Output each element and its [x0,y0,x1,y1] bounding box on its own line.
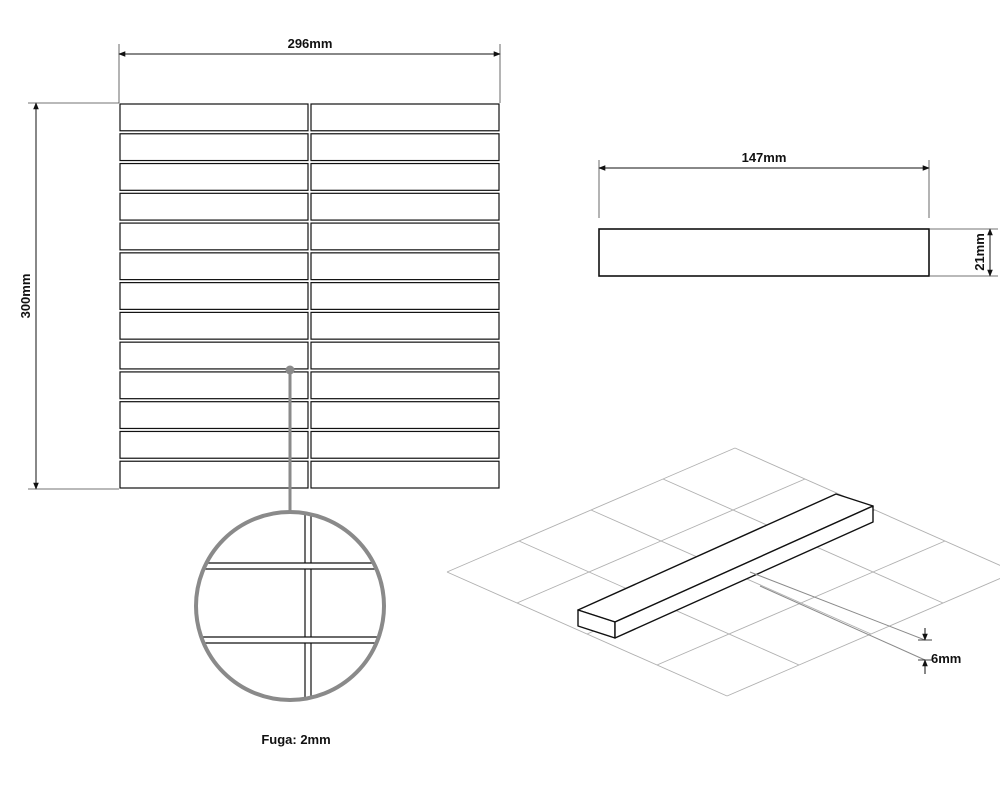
floor-grid-line [656,540,946,666]
sheet-tile [310,222,500,251]
floor-grid-line [446,447,736,573]
bar-side-face [614,505,874,639]
sheet-tile [119,311,309,340]
joint-label: Fuga: 2mm [261,732,330,747]
tile-width-label: 21mm [972,233,987,271]
sheet-tile [310,311,500,340]
sheet-tile [119,133,309,162]
sheet-tile [119,252,309,281]
thickness-leader-top [749,571,926,641]
sheet-tile [119,222,309,251]
zoom-circle-border [194,510,386,702]
sheet-tile [119,371,309,400]
sheet-tile [310,103,500,132]
tile-rectangle [598,228,930,277]
sheet-tile [310,430,500,459]
floor-grid-line [516,478,806,604]
joint-detail-zoom: Fuga: 2mm [194,510,386,747]
sheet-tile [310,133,500,162]
isometric-tile-bar [577,493,874,639]
sheet-tile [119,103,309,132]
floor-grid-line [726,577,1000,697]
sheet-tile [310,282,500,310]
sheet-view: 296mm 300mm [18,36,501,490]
thickness-leader-bottom [759,585,926,661]
sheet-tile-grid [119,103,500,489]
sheet-height-label: 300mm [18,274,33,319]
sheet-tile [119,162,309,191]
isometric-view: 6mm [446,447,1000,697]
sheet-tile [119,430,309,459]
zoom-leader-dot [285,365,295,375]
tile-length-label: 147mm [742,150,787,165]
sheet-width-label: 296mm [288,36,333,51]
sheet-tile [119,401,309,430]
zoom-leader [285,365,295,512]
thickness-label: 6mm [931,651,961,666]
sheet-tile [119,192,309,221]
sheet-tile [310,401,500,430]
sheet-tile [310,252,500,281]
sheet-tile [119,282,309,310]
sheet-tile [119,460,309,489]
sheet-tile [310,371,500,400]
sheet-tile [310,192,500,221]
sheet-tile [310,341,500,370]
sheet-tile [310,162,500,191]
tile-view: 147mm 21mm [598,150,998,277]
sheet-tile [119,341,309,370]
sheet-tile [310,460,500,489]
